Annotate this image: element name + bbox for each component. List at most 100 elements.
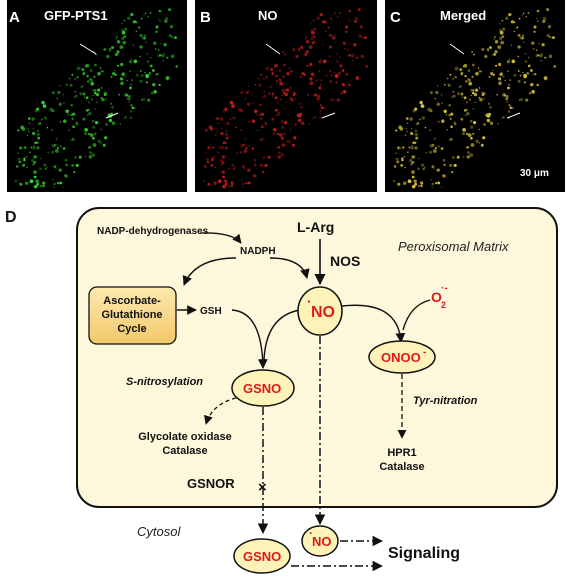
speckle [17, 129, 20, 132]
speckle [124, 116, 127, 119]
speckle [478, 87, 481, 89]
speckle [269, 85, 272, 89]
speckle [46, 126, 49, 129]
speckle [63, 186, 65, 188]
speckle [78, 155, 82, 159]
speckle [466, 155, 471, 159]
speckle [142, 97, 146, 101]
speckle [417, 185, 420, 188]
speckle [164, 19, 168, 23]
speckle [97, 71, 101, 76]
speckle [47, 151, 50, 154]
speckle [270, 68, 274, 72]
speckle [72, 125, 75, 129]
speckle [45, 166, 48, 169]
speckle [253, 174, 257, 179]
speckle [447, 83, 451, 87]
speckle [320, 106, 324, 110]
speckle [217, 179, 222, 184]
speckle [294, 97, 296, 100]
speckle [500, 117, 503, 120]
speckle [508, 12, 512, 17]
panel-a: A GFP-PTS1 [7, 0, 187, 192]
speckle [329, 79, 333, 83]
speckle [81, 68, 85, 72]
speckle [527, 11, 530, 14]
speckle [64, 158, 68, 162]
speckle [145, 73, 149, 78]
speckle [334, 73, 339, 78]
speckle [121, 72, 125, 76]
hpr1-line-1: HPR1 [387, 447, 416, 459]
speckle [150, 92, 154, 95]
speckle [336, 60, 339, 63]
speckle [411, 175, 415, 179]
speckle [278, 78, 281, 80]
superoxide-subscript: 2 [441, 300, 446, 310]
speckle [333, 34, 336, 37]
speckle [449, 137, 453, 141]
speckle [396, 161, 398, 164]
speckle [130, 104, 133, 107]
speckle [436, 102, 440, 106]
speckle [57, 90, 61, 95]
speckle [315, 79, 318, 82]
speckle [228, 157, 230, 160]
speckle [52, 178, 55, 181]
speckle [245, 97, 247, 100]
speckle [440, 147, 444, 150]
speckle [129, 110, 133, 113]
speckle [168, 33, 172, 38]
speckle [507, 110, 511, 113]
speckle [259, 139, 262, 141]
speckle [126, 79, 128, 82]
speckle [451, 77, 455, 81]
speckle [546, 8, 550, 12]
speckle [84, 155, 87, 158]
no-radical-node [297, 286, 343, 336]
speckle [335, 81, 338, 84]
speckle [28, 130, 30, 133]
speckle [450, 125, 453, 129]
speckle [418, 157, 420, 160]
speckle [101, 98, 105, 102]
speckle [437, 120, 440, 123]
speckle [260, 137, 264, 141]
gsno-label: GSNO [243, 381, 281, 396]
speckle [144, 12, 147, 14]
speckle [214, 166, 217, 169]
speckle [281, 94, 284, 97]
speckle [525, 98, 529, 102]
speckle [530, 69, 533, 72]
panel-a-letter: A [9, 9, 20, 26]
speckle [276, 132, 280, 136]
speckle [322, 44, 324, 46]
speckle [129, 86, 132, 90]
speckle [306, 64, 309, 67]
speckle [267, 91, 271, 95]
speckle [508, 84, 510, 86]
speckle [317, 94, 320, 98]
speckle [311, 30, 315, 35]
speckle [472, 89, 475, 92]
speckle [254, 83, 257, 86]
speckle [492, 52, 496, 57]
speckle [130, 84, 132, 86]
speckle [486, 49, 490, 52]
speckle [502, 93, 506, 97]
speckle [410, 127, 413, 130]
speckle [479, 98, 483, 102]
speckle [160, 42, 162, 45]
nadp-to-nadph-arrow [199, 232, 242, 244]
speckle [310, 36, 314, 40]
speckle [139, 70, 142, 72]
speckle [531, 90, 535, 94]
speckle [240, 143, 244, 148]
speckle [400, 163, 404, 167]
speckle [492, 73, 495, 77]
speckle [429, 150, 433, 154]
gsnor-label: GSNOR [187, 476, 235, 491]
speckle [43, 163, 47, 167]
speckle [454, 75, 457, 79]
speckle [487, 112, 492, 116]
